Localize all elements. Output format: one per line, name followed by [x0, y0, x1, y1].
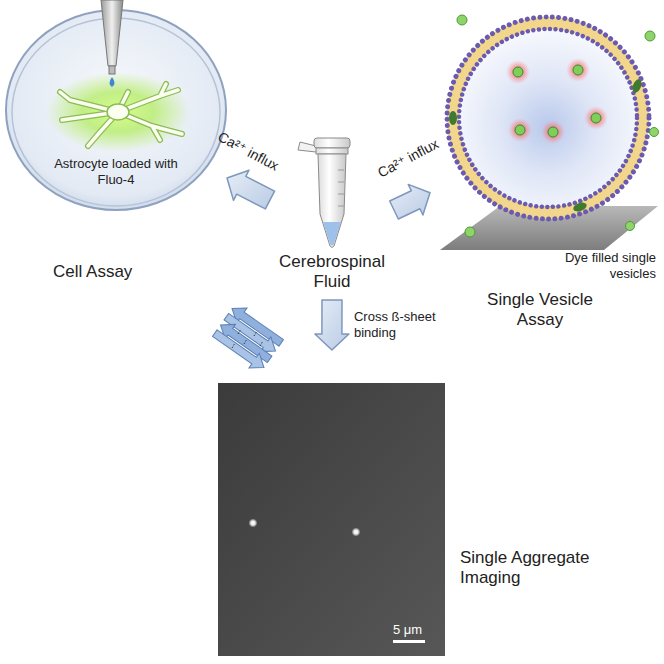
tube-hinge	[298, 142, 316, 152]
aggregate-spot	[249, 519, 258, 528]
csf-tube-node: Cerebrospinal Fluid	[270, 140, 394, 300]
beta-sheet-icon	[210, 326, 269, 375]
dye-molecules-inside	[566, 58, 590, 82]
vesicle-lumen	[460, 30, 636, 206]
pipette-tip	[109, 66, 115, 74]
dish-caption: Astrocyte loaded with Fluo-4	[46, 156, 186, 187]
graduation-marks	[338, 170, 344, 206]
vesicle-caption: Dye filled single vesicles	[552, 250, 656, 281]
block-arrow	[227, 170, 275, 209]
aggregate-imaging: Single Aggregate Imaging 5 μm	[218, 350, 608, 656]
droplet	[110, 77, 115, 87]
pipette-body	[101, 0, 123, 66]
dye-molecules-inside	[548, 127, 558, 137]
image-frame	[218, 383, 445, 656]
edge-label: Ca²⁺ influx	[375, 135, 442, 181]
aggregate-spot	[352, 528, 361, 537]
tube-body	[318, 154, 346, 248]
calcium-ions	[650, 128, 659, 137]
astrocyte-body	[107, 104, 129, 120]
tube-liquid	[323, 222, 341, 246]
panel-heading: Cell Assay	[53, 262, 173, 282]
edge-label: Cross ß-sheet binding	[354, 309, 454, 340]
astrocyte	[60, 84, 182, 146]
block-arrow	[390, 184, 430, 219]
vesicle-assay: Dye filled single vesiclesSingle Vesicle…	[430, 10, 662, 335]
fluorescence-glow	[46, 72, 190, 152]
dye-molecules-inside	[584, 106, 608, 130]
scale-bar	[393, 640, 425, 643]
astrocyte-branches	[60, 84, 182, 146]
vesicle-setup	[440, 15, 659, 250]
csf-tube	[298, 138, 350, 248]
dye-molecules-inside	[515, 125, 525, 135]
calcium-ions	[626, 222, 635, 231]
calcium-ions	[645, 31, 655, 41]
lipid-tails	[453, 23, 643, 213]
microscope-image	[218, 383, 445, 656]
calcium-ions	[457, 15, 467, 25]
membrane-pore	[631, 78, 643, 94]
calcium-ions	[465, 227, 475, 237]
scale-label: 5 μm	[393, 622, 422, 638]
tube-rim	[316, 148, 348, 154]
dye-molecules-inside	[573, 65, 583, 75]
astrocyte-outline	[60, 84, 182, 146]
calcium-ions	[457, 15, 659, 237]
lipid-heads-inner	[459, 29, 637, 207]
edge-label: Ca²⁺ influx	[215, 128, 282, 174]
beta-sheet-icon	[232, 329, 263, 348]
panel-heading: Single Vesicle Assay	[475, 290, 605, 331]
sample-label: Cerebrospinal Fluid	[270, 252, 394, 293]
dye-molecules-inside	[506, 60, 530, 84]
lipid-heads-outer	[447, 17, 649, 219]
block-arrow	[315, 300, 349, 350]
panel-heading: Single Aggregate Imaging	[460, 548, 605, 589]
dye-molecules-inside	[506, 58, 608, 144]
pipette	[101, 0, 123, 87]
dye-molecules-inside	[508, 118, 532, 142]
tube-cap	[314, 138, 350, 148]
dye-molecules-inside	[591, 113, 601, 123]
membrane-pore	[572, 201, 588, 213]
beta-sheet-icon	[210, 301, 287, 375]
dye-molecules-inside	[541, 120, 565, 144]
membrane-pore	[449, 111, 457, 125]
dye-molecules-inside	[513, 67, 523, 77]
cell-assay-dish: Astrocyte loaded with Fluo-4Cell Assay	[5, 10, 227, 290]
